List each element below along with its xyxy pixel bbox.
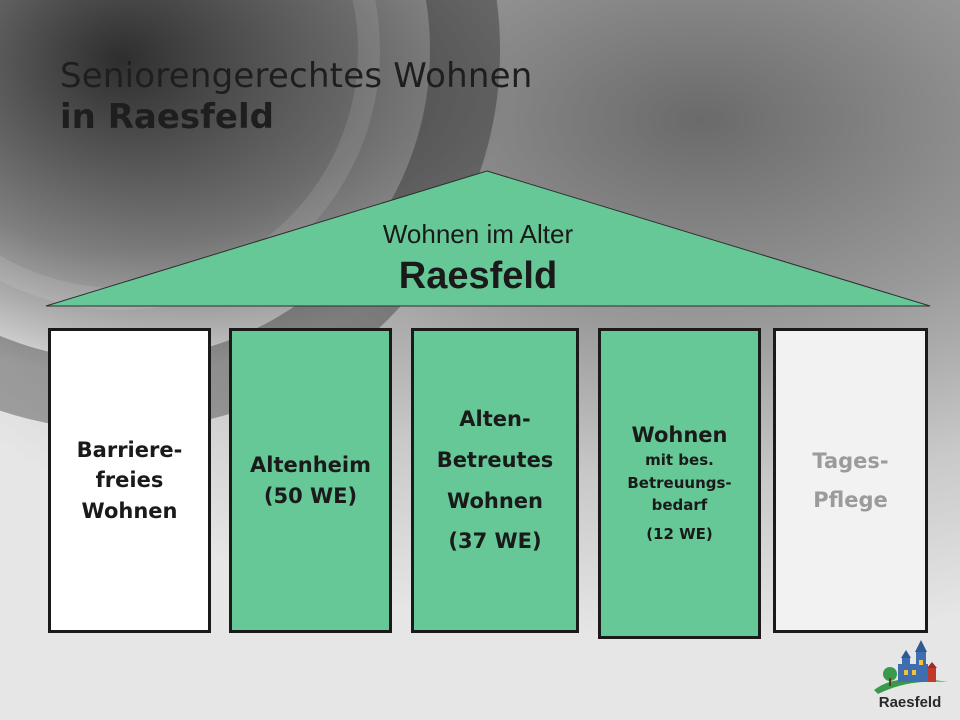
pillar-altenheim: Altenheim (50 WE): [229, 328, 392, 633]
logo-text: Raesfeld: [878, 694, 942, 711]
roof-subtitle: Wohnen im Alter: [382, 219, 574, 249]
castle-logo-icon: [874, 640, 948, 694]
pillar-text-line: freies: [95, 468, 164, 493]
pillar-text-line: Wohnen: [447, 488, 543, 513]
pillar-text-line: Wohnen: [81, 498, 178, 523]
pillar-text-line: Pflege: [813, 487, 888, 512]
roof-title: Raesfeld: [398, 255, 558, 297]
pillar-text-line: Altenheim: [250, 453, 371, 478]
slide-title: Seniorengerechtes Wohnen in Raesfeld: [60, 56, 532, 139]
pillar-text-line: Tages-: [812, 448, 889, 473]
pillar-barrierefreies-wohnen: Barriere- freies Wohnen: [48, 328, 211, 633]
pillar-text-line: Barriere-: [76, 437, 183, 462]
pillar-alten-betreutes-wohnen: Alten- Betreutes Wohnen (37 WE): [411, 328, 579, 633]
pillar-text-line: (37 WE): [448, 529, 542, 554]
pillar-count: (12 WE): [646, 524, 713, 543]
title-line-2: in Raesfeld: [60, 97, 274, 138]
pillar-text-line: Betreutes: [436, 447, 554, 472]
pillar-text-line: bedarf: [651, 496, 708, 515]
pillar-tagespflege: Tages- Pflege: [773, 328, 928, 633]
pillar-text-line: mit bes.: [645, 451, 714, 470]
title-line-1: Seniorengerechtes Wohnen: [60, 56, 533, 96]
pillar-text-line: Alten-: [459, 406, 531, 431]
pillar-heading: Wohnen: [631, 422, 728, 447]
pillar-text-line: Betreuungs-: [627, 473, 732, 492]
pillar-text-line: (50 WE): [263, 483, 358, 508]
raesfeld-logo: Raesfeld: [868, 638, 952, 716]
pillar-wohnen-betreuungsbedarf: Wohnen mit bes. Betreuungs- bedarf (12 W…: [598, 328, 761, 639]
